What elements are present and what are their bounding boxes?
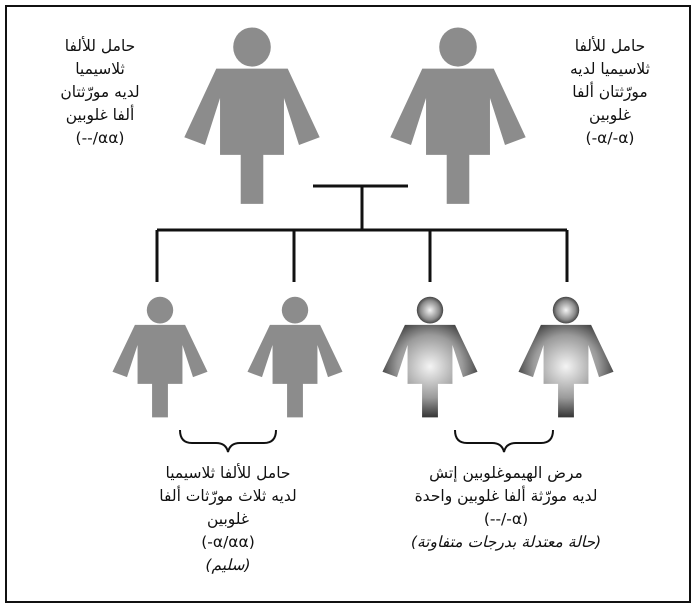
offspring-carrier-line: حامل للألفا ثلاسيميا [165,464,291,482]
parent-left-line: لديه مورّثتان [60,83,140,101]
bracket-carrier-children [179,429,277,453]
parent-right-line: مورّثتان ألفا [572,83,648,101]
pedigree-lines [155,184,569,282]
parent-left-line: ثلاسيميا [75,60,125,78]
offspring-carrier-genotype: (-α/αα) [201,533,255,551]
parent-right-label: حامل للألفا ثلاسيميا لديه مورّثتان ألفا … [530,35,690,150]
parent-left-genotype: (--/αα) [75,129,125,147]
offspring-carrier-line: غلوبين [206,510,250,528]
parent-right-line: ثلاسيميا لديه [570,60,650,78]
offspring-carrier-line: لديه ثلاث مورّثات ألفا [159,487,297,505]
child-affected-figure-2 [518,296,614,418]
parent-left-label: حامل للألفا ثلاسيميا لديه مورّثتان ألفا … [14,35,186,150]
offspring-carrier-label: حامل للألفا ثلاسيميا لديه ثلاث مورّثات أ… [128,462,328,577]
parent-right-figure [390,27,526,204]
child-carrier-figure-2 [247,296,343,418]
child-carrier-figure-1 [112,296,208,418]
offspring-carrier-note: (سليم) [205,556,251,574]
parent-right-line: حامل للألفا [574,37,646,55]
offspring-affected-note: (حالة معتدلة بدرجات متفاوتة) [410,533,602,551]
child-affected-figure-1 [382,296,478,418]
offspring-affected-genotype: (--/-α) [483,510,529,528]
offspring-affected-line: لديه مورّثة ألفا غلوبين واحدة [414,487,598,505]
parent-left-line: ألفا غلوبين [65,106,135,124]
parent-left-figure [184,27,320,204]
diagram-frame [5,5,691,603]
parent-right-genotype: (-α/-α) [585,129,635,147]
offspring-affected-line: مرض الهيموغلوبين إتش [429,464,583,482]
parent-left-line: حامل للألفا [64,37,136,55]
offspring-affected-label: مرض الهيموغلوبين إتش لديه مورّثة ألفا غل… [368,462,644,554]
parent-right-line: غلوبين [588,106,632,124]
bracket-affected-children [454,429,554,453]
